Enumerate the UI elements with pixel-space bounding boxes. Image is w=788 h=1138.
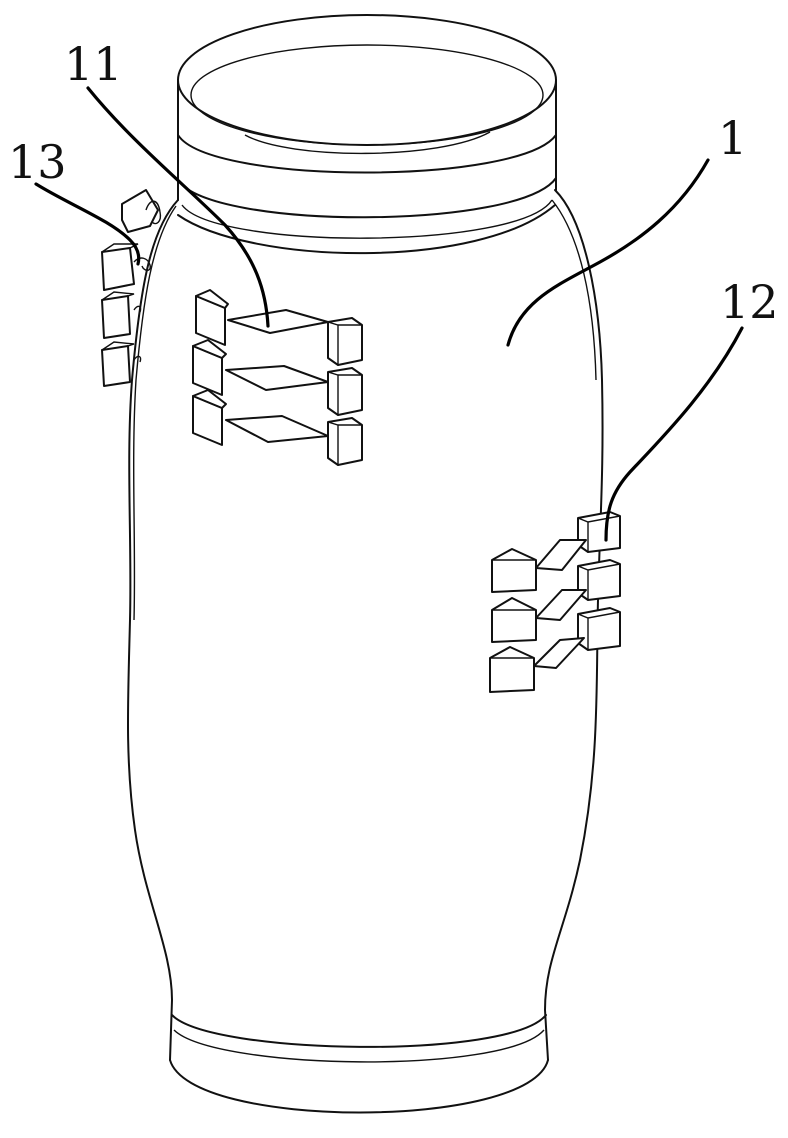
neck-band-1 [177,134,557,174]
label-11: 11 [64,37,123,91]
lower-right-block-3 [577,607,621,651]
rim-inner [190,44,544,146]
leader-12 [604,326,744,542]
upper-left-block-3-face [192,389,227,409]
body-left-outline-inner [132,205,177,621]
lower-left-block-1 [491,548,537,593]
lower-plate-2 [535,589,587,621]
leader-lines [34,86,744,542]
upper-left-block-2-face [192,339,227,359]
upper-right-block-2 [327,367,363,416]
base-band-inner [173,1029,545,1063]
upper-right-block-2-edge [327,371,362,415]
lower-right-block-1 [577,511,621,553]
side-top-hook [145,200,162,225]
lower-left-block-3 [489,646,535,693]
leader-13 [34,182,141,266]
upper-plate-1 [227,309,329,334]
rim-outer [177,14,557,146]
neck-band-2 [177,177,557,219]
base-ring [169,1014,549,1114]
neck-ring [177,14,557,239]
lower-plate-3 [533,637,585,669]
lower-right-block-2 [577,559,621,601]
upper-plate-2 [225,365,329,391]
label-1: 1 [718,111,747,165]
leader-1 [506,158,710,347]
lower-module [489,511,621,693]
lower-right-block-3-edge [577,611,621,650]
upper-right-block-3 [327,417,363,466]
lower-plate-1 [535,539,587,571]
body-left-outline [126,199,179,1061]
upper-left-block-1-face [195,289,229,309]
upper-module [192,289,363,466]
upper-plate-3 [225,415,329,443]
side-module [101,189,162,387]
lower-right-block-1-edge [577,515,621,552]
label-12: 12 [720,275,779,329]
base-bottom [169,1059,549,1114]
upper-right-block-1-edge [327,321,362,365]
side-wires [133,257,152,363]
side-top-bracket [121,189,159,233]
neck-band-3 [181,199,553,239]
side-block-3-top [101,341,135,351]
label-13: 13 [8,135,67,189]
base-band-top [171,1014,547,1048]
body-shoulder [177,204,556,255]
body-right-outline-inner [551,199,597,381]
side-block-2-top [101,291,135,301]
vessel-body [126,189,604,1061]
upper-right-block-1 [327,317,363,366]
leader-11 [86,86,270,328]
inner-depth [244,131,491,155]
upper-right-block-3-edge [327,421,362,465]
lower-left-block-2 [491,597,537,643]
side-block-2 [101,295,131,339]
side-block-1 [101,247,135,291]
side-block-3 [101,345,131,387]
lower-right-block-2-edge [577,563,621,600]
body-right-outline [544,189,604,1061]
